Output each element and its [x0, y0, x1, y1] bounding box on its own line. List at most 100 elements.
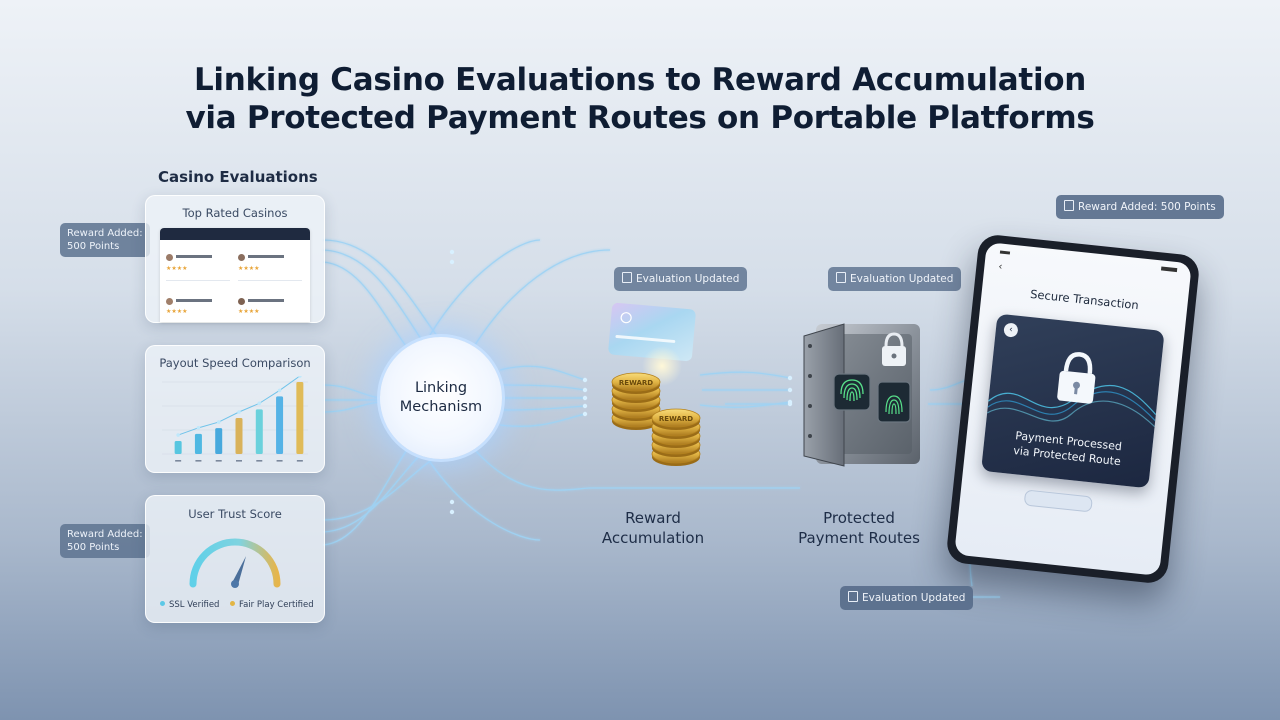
star-rating-icon: ★★★★: [238, 308, 260, 315]
list-item: ★★★★: [166, 250, 230, 281]
star-rating-icon: ★★★★: [166, 308, 188, 315]
payout-point-3: [237, 410, 241, 414]
gauge-icon: [232, 556, 247, 586]
payout-speed-panel: Payout Speed Comparison: [145, 345, 325, 473]
avatar: [166, 254, 173, 261]
payment-evaluation-updated-tag: Evaluation Updated: [828, 267, 962, 291]
flow-line-2: [322, 261, 411, 353]
linking-mechanism-label: Linking Mechanism: [399, 380, 483, 415]
star-rating-icon: ★★★★: [166, 265, 188, 272]
tablet-screen: ‹ Secure Transaction ‹ Payment Processed: [954, 242, 1192, 576]
payout-speed-title: Payout Speed Comparison: [159, 356, 311, 370]
flow-line-14: [474, 249, 611, 346]
flow-line-20: [699, 401, 791, 408]
credit-card-icon: [608, 302, 696, 362]
flow-node-11: [449, 499, 455, 505]
flow-line-6: [322, 454, 441, 521]
fair-play-legend: Fair Play Certified: [230, 600, 314, 610]
casino-evaluations-label: Casino Evaluations: [158, 168, 318, 186]
flow-node-8: [787, 401, 793, 407]
fair-play-dot-icon: [230, 601, 235, 606]
payout-bar-6: [296, 382, 304, 454]
payment-card: ‹ Payment Processed via Protected Route: [981, 313, 1165, 489]
flow-line-12: [501, 405, 586, 411]
star-rating-icon: ★★★★: [238, 265, 260, 272]
coin-label: REWARD: [659, 415, 693, 423]
payout-point-4: [257, 401, 262, 406]
device-evaluation-updated-tag: Evaluation Updated: [840, 586, 974, 610]
document-icon: [1064, 200, 1074, 211]
flow-node-1: [582, 387, 588, 393]
flow-node-2: [582, 395, 588, 401]
avatar: [238, 298, 245, 305]
flow-node-12: [449, 509, 455, 515]
payout-bar-3: [235, 418, 243, 454]
flow-line-3: [322, 384, 381, 399]
linking-mechanism-hub: Linking Mechanism: [380, 337, 502, 459]
vault-icon: [803, 323, 920, 467]
avatar: [238, 254, 245, 261]
flow-node-3: [582, 403, 588, 409]
flow-node-5: [787, 375, 793, 381]
ssl-verified-legend: SSL Verified: [160, 600, 219, 610]
padlock-icon: [882, 332, 906, 366]
payout-bar-5: [276, 396, 284, 454]
fingerprint-icon: [877, 381, 911, 423]
payout-tick-6: [296, 460, 303, 462]
payout-bar-1: [194, 433, 202, 454]
fingerprint-icon: [833, 373, 871, 411]
device-reward-added-tag: Reward Added: 500 Points: [1056, 195, 1224, 219]
gauge-needle: [232, 556, 247, 586]
avatar: [166, 298, 173, 305]
reward-illustration: REWARD REWARD: [608, 302, 701, 466]
flow-line-1: [322, 249, 426, 346]
trust-gauge: [189, 538, 281, 588]
flow-line-8: [322, 444, 411, 546]
payout-tick-1: [195, 460, 202, 462]
payout-tick-4: [256, 460, 263, 462]
wave-lock-graphic: [986, 352, 1157, 428]
payout-bar-2: [215, 428, 223, 454]
flow-node-4: [582, 411, 588, 417]
payout-tick-3: [236, 460, 242, 462]
top-rated-casinos-title: Top Rated Casinos: [182, 206, 288, 220]
protected-payment-caption: Protected Payment Routes: [798, 509, 920, 547]
flow-node-6: [787, 387, 793, 393]
payout-tick-0: [175, 460, 182, 462]
payout-point-6: [298, 376, 302, 378]
padlock-icon: [1057, 352, 1096, 404]
tablet-device: ‹ Secure Transaction ‹ Payment Processed: [945, 233, 1201, 585]
list-item: ★★★★: [238, 294, 302, 320]
payout-tick-2: [215, 460, 222, 462]
payout-point-2: [216, 420, 221, 424]
flow-line-16: [429, 239, 541, 336]
done-button[interactable]: [1023, 489, 1093, 513]
list-item: ★★★★: [166, 294, 230, 320]
flow-node-0: [582, 377, 588, 383]
chevron-left-icon[interactable]: ‹: [997, 261, 1003, 273]
flow-line-5: [322, 401, 381, 413]
flow-line-7: [322, 449, 426, 533]
flow-line-17: [429, 461, 541, 541]
gauge-arc: [189, 538, 281, 588]
user-trust-score-title: User Trust Score: [188, 507, 282, 521]
flow-line-13: [499, 413, 586, 428]
payout-point-1: [196, 426, 201, 430]
coin-label: REWARD: [619, 379, 653, 387]
reward-evaluation-updated-tag: Evaluation Updated: [614, 267, 748, 291]
payout-point-5: [277, 388, 282, 393]
reward-added-tag-top: Reward Added: 500 Points: [60, 223, 150, 257]
ssl-dot-icon: [160, 601, 165, 606]
reward-accumulation-caption: Reward Accumulation: [601, 509, 705, 547]
battery-icon: [1160, 266, 1178, 273]
status-bar: [999, 250, 1178, 277]
top-rated-casinos-panel: Top Rated Casinos ★★★★ ★★★★ ★★★★ ★★★★: [145, 195, 325, 323]
coin-stack-icon: REWARD: [651, 408, 701, 466]
document-icon: [622, 272, 632, 283]
flow-line-15: [474, 449, 800, 491]
flow-line-9: [499, 365, 586, 381]
payout-bar-4: [255, 409, 263, 454]
flow-line-0: [322, 239, 441, 341]
casino-list-window: ★★★★ ★★★★ ★★★★ ★★★★: [160, 228, 310, 322]
document-icon: [848, 591, 858, 602]
